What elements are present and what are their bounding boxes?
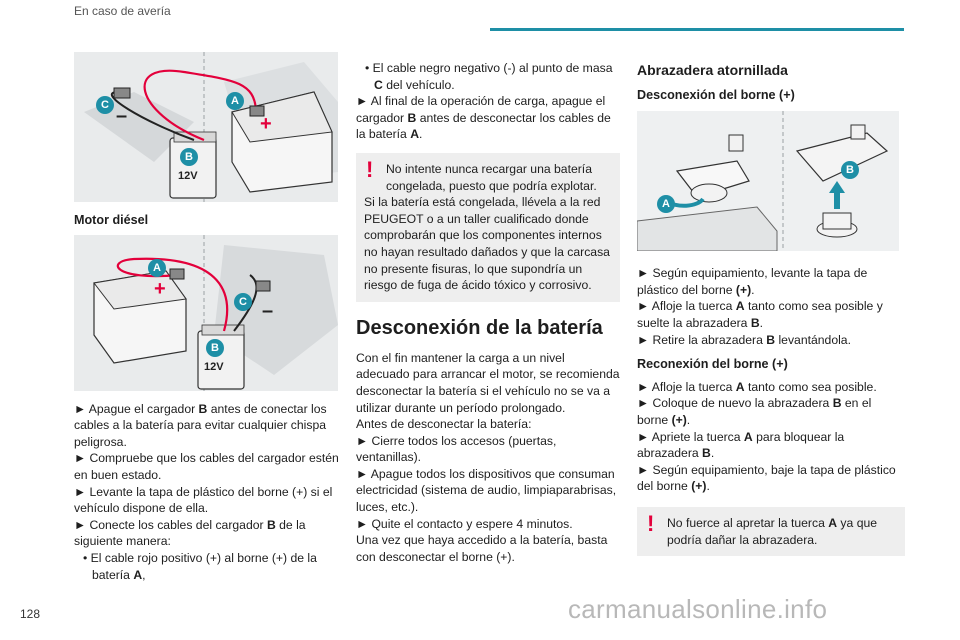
section-heading-disconnect: Desconexión de la batería: [356, 316, 603, 339]
label-c-badge: C: [96, 96, 114, 114]
watermark: carmanualsonline.info: [568, 594, 828, 624]
step-close-accesses: ► Cierre todos los accesos (puertas, ven…: [356, 433, 557, 465]
step-ignition-off: ► Quite el contacto y espere 4 minutos.: [356, 516, 573, 531]
minus-sign: –: [262, 299, 274, 322]
nut-force-warning: ! No fuerce al apretar la tuerca A ya qu…: [637, 506, 905, 557]
label-a-badge: A: [657, 195, 675, 214]
voltage-label: 12V: [178, 170, 198, 182]
step-switch-off-devices: ► Apague todos los dispositivos que cons…: [356, 466, 617, 515]
frozen-battery-warning: ! No intente nunca recargar una batería …: [356, 152, 620, 302]
sub-black-cable: • El cable negro negativo (-) al punto d…: [365, 61, 613, 92]
charger-diesel-drawing: [74, 234, 338, 391]
label-b-badge: B: [206, 338, 224, 357]
label-a-badge: A: [148, 258, 166, 277]
step-loosen-nut-again: ► Afloje la tuerca A tanto como sea posi…: [637, 379, 877, 394]
step-refit-clamp: ► Coloque de nuevo la abrazadera B en el…: [637, 396, 872, 427]
page-number: 128: [20, 607, 41, 621]
warning-text: No fuerce al apretar la tuerca A ya que …: [667, 515, 878, 547]
disconnect-intro: Con el fin mantener la carga a un nivel …: [356, 350, 620, 415]
step-loosen-nut: ► Afloje la tuerca A tanto como sea posi…: [637, 299, 883, 330]
instruction-check-cables: ► Compruebe que los cables del cargador …: [74, 451, 339, 482]
warning-icon: !: [647, 510, 655, 536]
plus-sign: +: [154, 277, 166, 300]
disconnect-outro: Una vez que haya accedido a la batería, …: [356, 533, 608, 564]
heading-reconnect-terminal: Reconexión del borne (+): [637, 357, 788, 372]
warning-text-rest: Si la batería está congelada, llévela a …: [364, 195, 610, 293]
column-1: C A B – + 12V Motor diésel A C B + – 1: [74, 52, 342, 583]
terminal-clamp-illustration: A B: [637, 111, 899, 252]
plus-sign: +: [260, 113, 272, 135]
minus-sign: –: [116, 105, 128, 127]
section-title: En caso de avería: [74, 4, 171, 18]
terminal-clamp-drawing: [637, 111, 899, 252]
label-b-badge: B: [180, 148, 198, 166]
column-2: • El cable negro negativo (-) al punto d…: [356, 60, 620, 565]
instruction-lift-cover: ► Levante la tapa de plástico del borne …: [74, 484, 333, 516]
step-lower-cover: ► Según equipamiento, baje la tapa de pl…: [637, 462, 896, 494]
header-accent-bar: [490, 28, 904, 31]
heading-screw-clamp: Abrazadera atornillada: [637, 62, 788, 78]
warning-icon: !: [366, 156, 374, 182]
charger-petrol-illustration: C A B – + 12V: [74, 52, 338, 202]
voltage-label: 12V: [204, 360, 224, 373]
sub-red-cable: • El cable rojo positivo (+) al borne (+…: [83, 550, 317, 582]
charger-diesel-illustration: A C B + – 12V: [74, 234, 338, 391]
step-tighten-nut: ► Apriete la tuerca A para bloquear la a…: [637, 429, 845, 461]
instruction-connect-cables: ► Conecte los cables del cargador B de l…: [74, 517, 306, 549]
column-3: Abrazadera atornillada Desconexión del b…: [637, 58, 905, 564]
diesel-label: Motor diésel: [74, 213, 149, 227]
label-c-badge: C: [234, 292, 252, 311]
label-a-badge: A: [226, 92, 244, 110]
heading-disconnect-terminal: Desconexión del borne (+): [637, 87, 795, 102]
step-remove-clamp: ► Retire la abrazadera B levantándola.: [637, 332, 851, 347]
charger-petrol-drawing: [74, 52, 338, 202]
step-lift-terminal-cover: ► Según equipamiento, levante la tapa de…: [637, 266, 868, 297]
instruction-switch-off-charger: ► Apague el cargador B antes de conectar…: [74, 401, 327, 449]
before-disconnect: Antes de desconectar la batería:: [356, 417, 532, 432]
warning-text-first: No intente nunca recargar una batería co…: [386, 161, 597, 193]
label-b-badge: B: [841, 161, 859, 180]
instruction-end-charging: ► Al final de la operación de carga, apa…: [356, 94, 611, 142]
